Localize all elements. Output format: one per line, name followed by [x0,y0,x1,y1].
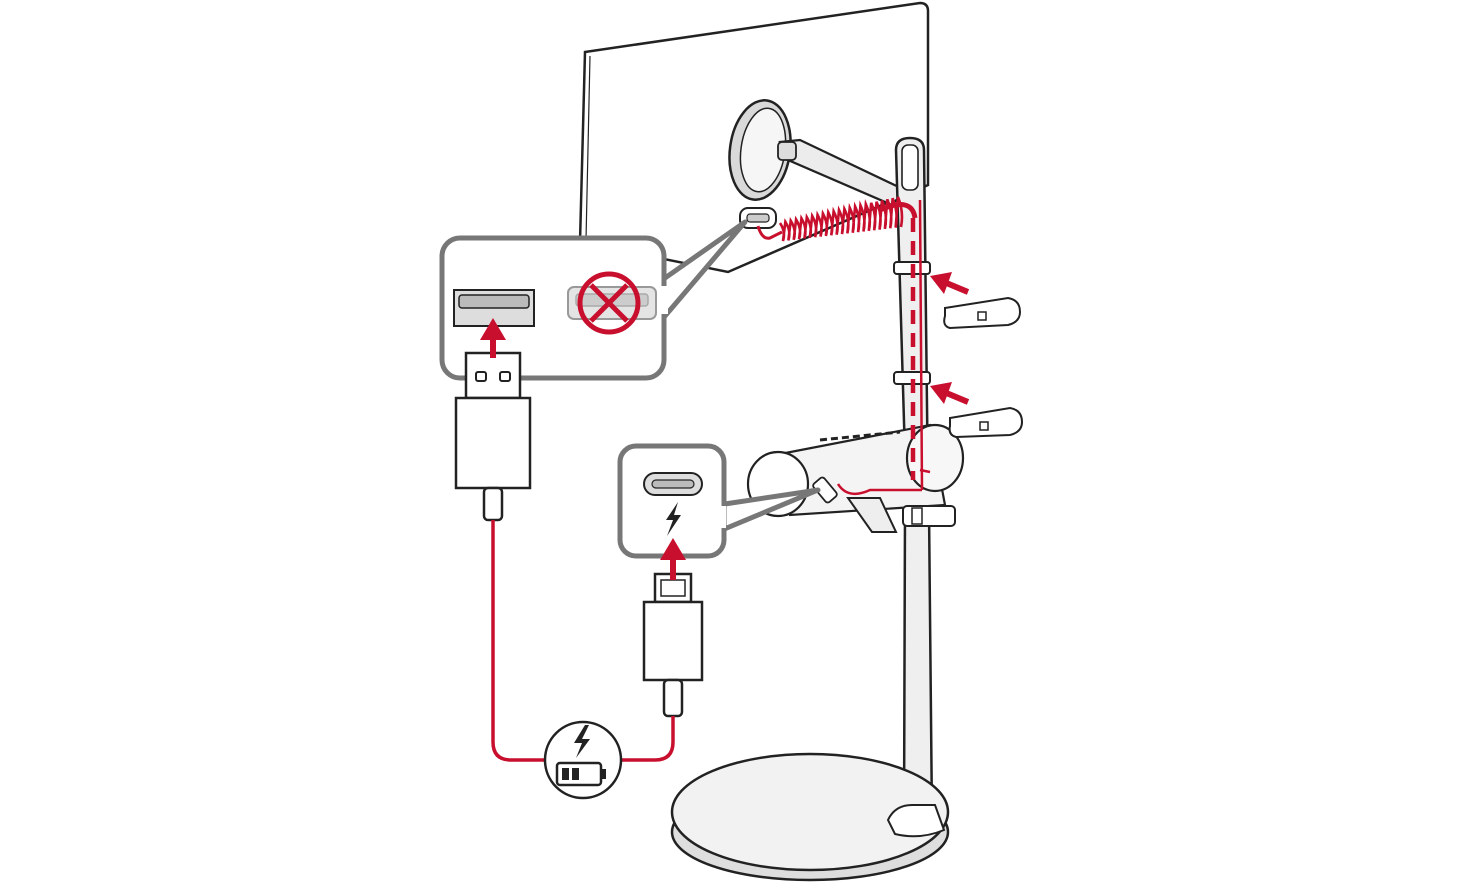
insert-arrow-lower [930,382,970,405]
lightning-bolt-icon [574,725,590,758]
cable-clip-accessory-upper [943,296,1022,330]
pole-clamp-bracket [846,497,956,533]
vesa-mount [728,99,792,201]
insert-arrow-usb-a [480,318,506,358]
battery-charging-icon [555,761,606,787]
routed-cables [756,196,931,496]
hub-usb-c-connector [812,476,838,504]
insert-arrow-upper [930,272,970,295]
usb-a-port-prohibited [567,271,657,335]
usb-a-cable-plug [454,351,532,522]
no-entry-icon [577,271,641,335]
charging-cable-loop [491,520,675,762]
charging-indicator [543,720,623,800]
lightning-bolt-icon [666,502,681,536]
insert-arrow-usb-c [660,538,686,580]
stand-base [670,752,950,882]
usb-c-cable-plug [642,572,704,718]
cable-clip-accessory-lower [948,406,1024,439]
usb-c-port [643,472,703,496]
